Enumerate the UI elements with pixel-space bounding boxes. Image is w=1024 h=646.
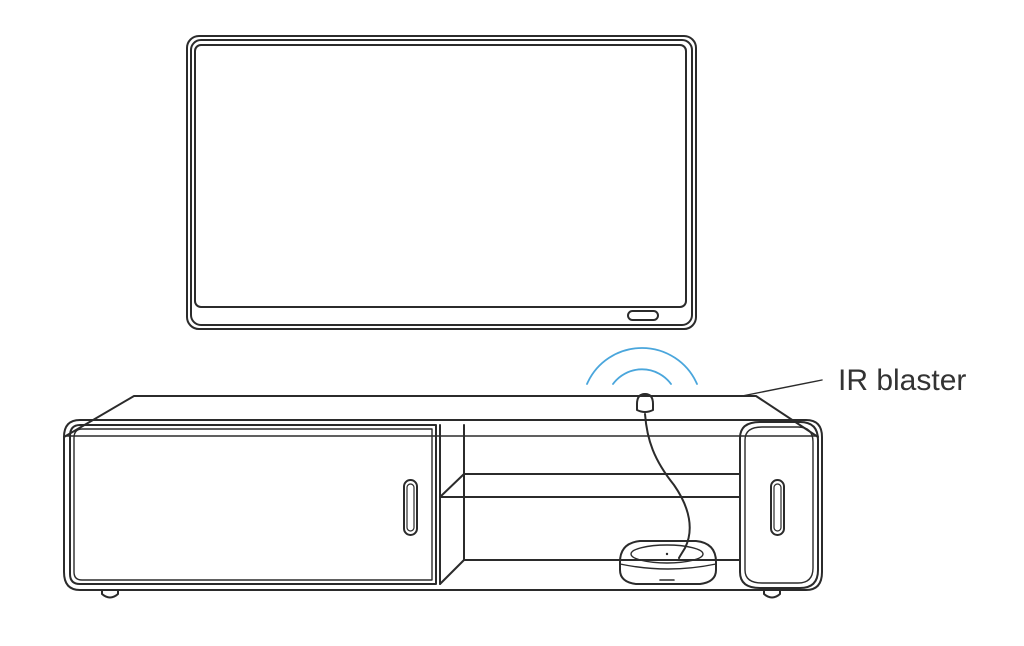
hub-device-icon [619,540,717,585]
label-leader-line [741,379,823,397]
tv-stand-icon [63,395,823,599]
tv-icon [186,35,697,330]
signal-waves-icon [586,347,698,385]
ir-blaster-label: IR blaster [838,364,966,397]
ir-blaster-icon [636,393,691,559]
